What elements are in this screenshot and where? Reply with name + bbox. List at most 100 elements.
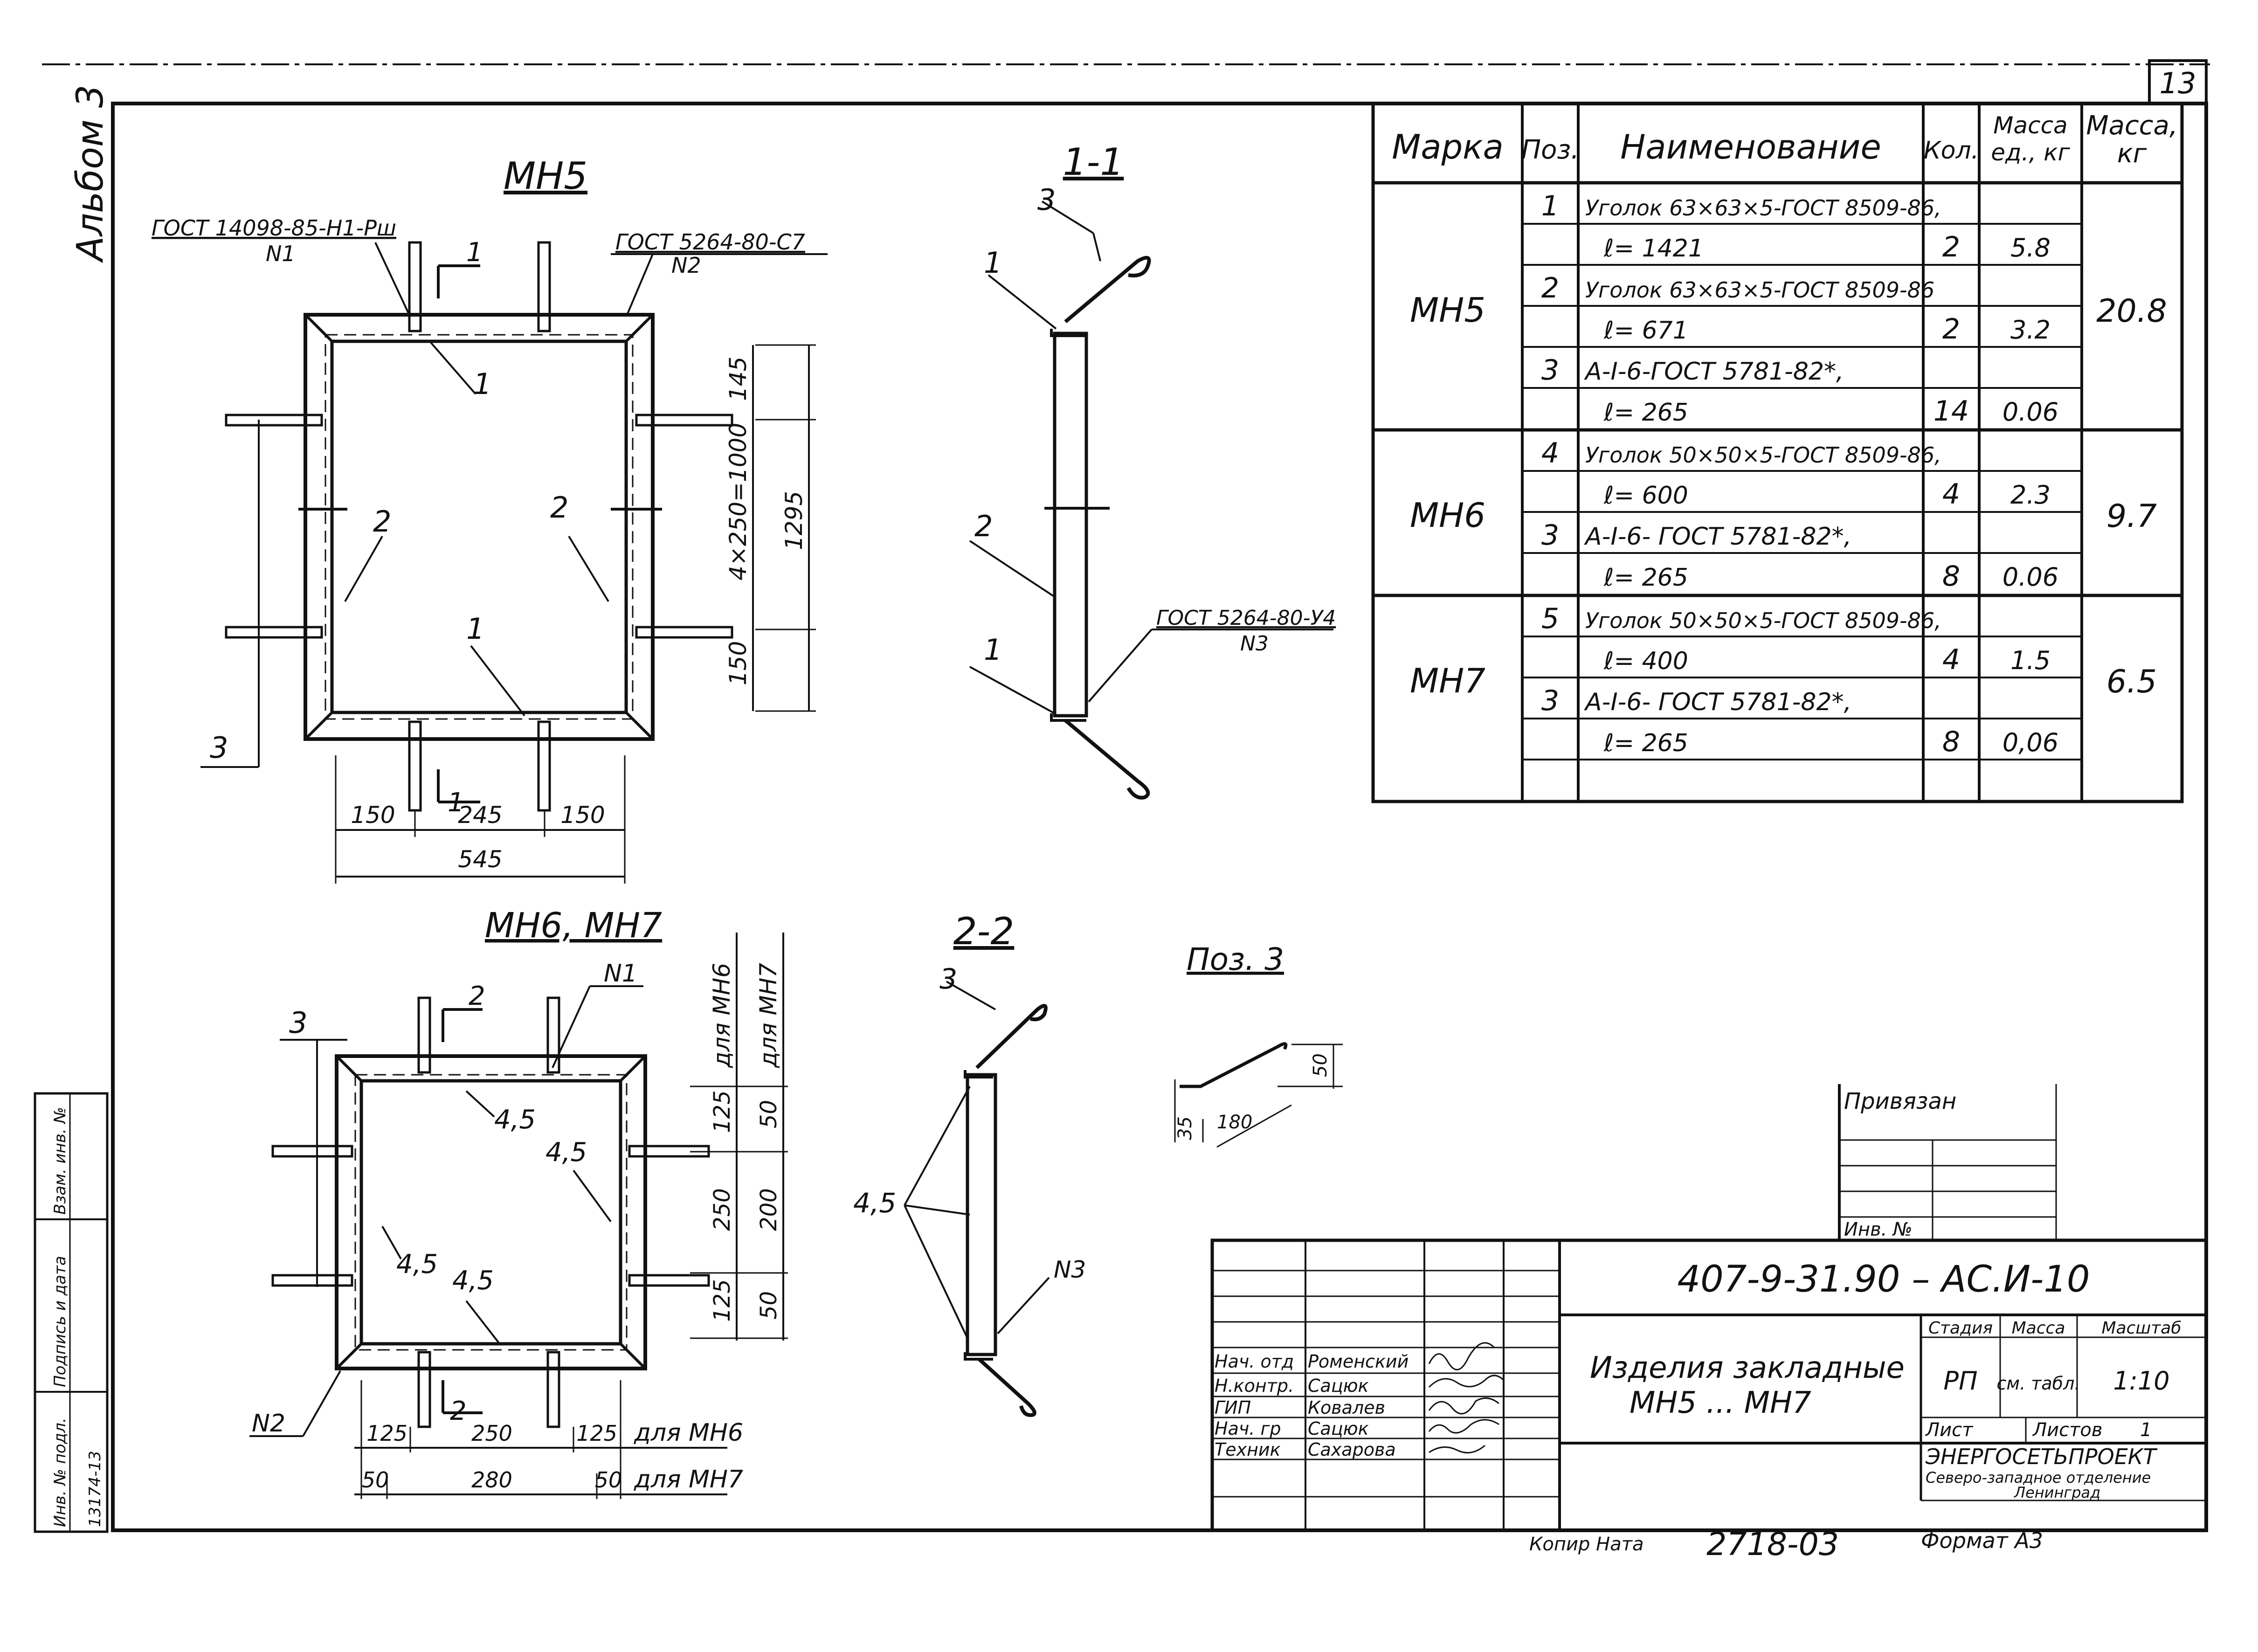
mh67-v-mh7: 50 [756,1291,782,1320]
section-2-2: 2-2 3 4,5 N3 [853,910,1086,1417]
mh5-pos: 1 [473,367,491,401]
s11-pos-mid: 2 [974,509,993,543]
spec-header-mass: Масса, кг [2086,112,2178,169]
mh5-callout-left: ГОСТ 14098-85-Н1-Рш [152,215,396,241]
mh67-h-mh7-label: для МН7 [634,1465,743,1493]
mh67-col-mh7: для МН7 [755,963,782,1068]
tb-staff-role: Н.контр. [1215,1376,1294,1396]
tb-company-1: ЭНЕРГОСЕТЬПРОЕКТ [1925,1444,2158,1469]
spec-qty: 8 [1942,726,1960,758]
title-block [1210,1084,2208,1532]
mh5-dim-b-right: 150 [560,802,605,829]
spec-unit-mass: 3.2 [2010,315,2051,345]
spec-length: ℓ= 671 [1603,317,1688,345]
section-1-1-title: 1-1 [1063,140,1124,184]
tb-stage-hdr: Стадия [1928,1319,1993,1338]
mh67-anchor-bar [417,1351,431,1428]
tb-copied: Копир Ната [1529,1534,1644,1555]
mh67-pos: 4,5 [396,1249,438,1279]
mh67-h-mh7: 280 [471,1467,512,1493]
drawing-frame [111,102,2208,1532]
view-mh5-title: МН5 [504,154,587,198]
spec-qty: 2 [1942,231,1960,263]
spec-mass-mh7: 6.5 [2106,664,2157,700]
spec-length: ℓ= 265 [1603,564,1688,592]
album-label: Альбом 3 [69,85,111,263]
pos3-dim-b: 180 [1217,1112,1252,1133]
s11-pos-top: 3 [1037,183,1056,217]
s11-weld-sub: N3 [1240,632,1269,656]
section-2-2-title: 2-2 [953,910,1015,953]
mh67-pos: 4,5 [494,1105,536,1135]
spec-name: Уголок 63×63×5-ГОСТ 8509-86 [1585,277,1934,303]
mh5-pos: 2 [550,491,568,525]
mh67-h-mh7: 50 [362,1467,389,1493]
tb-company-3: Ленинград [2014,1484,2100,1501]
tb-staff-role: Нач. гр [1215,1418,1281,1439]
mh5-anchor-bar [635,626,733,639]
spec-unit-mass: 0.06 [2003,562,2058,592]
mh5-anchor-bar [635,414,733,427]
mh67-anchor-bar [546,1351,560,1428]
tb-format: Формат А3 [1921,1528,2043,1553]
mh67-weld: N1 [604,960,637,988]
spec-name: А-I-6- ГОСТ 5781-82*, [1584,523,1851,551]
mh67-h-mh6: 250 [471,1421,512,1446]
mh5-dim-bottom: 150 [725,641,752,685]
spec-name: Уголок 63×63×5-ГОСТ 8509-86, [1585,195,1941,221]
tb-inv-no: Инв. № [1844,1219,1913,1240]
s11-weld: ГОСТ 5264-80-У4 [1156,606,1336,630]
spec-unit-mass: 2.3 [2010,480,2051,510]
spec-length: ℓ= 400 [1603,647,1688,675]
spec-unit-mass: 0.06 [2003,397,2058,427]
tb-staff-name: Сацюк [1308,1418,1369,1439]
mh67-frame-outer [335,1054,647,1370]
mh67-weld2: N2 [252,1410,285,1438]
spec-header-unit-mass: Масса ед., кг [1991,112,2070,166]
tb-company-2: Северо-западное отделение [1926,1469,2151,1486]
side-inv-podl: Инв. № подл. [51,1417,69,1527]
spec-qty: 4 [1942,643,1960,676]
mh67-anchor-bar [271,1274,353,1287]
spec-unit-mass: 5.8 [2010,233,2051,263]
pos3-dim-a: 35 [1174,1116,1196,1140]
spec-qty: 14 [1933,395,1969,428]
side-vzam: Взам. инв. № [51,1107,69,1215]
side-stamp [34,1092,109,1533]
s11-pos-angle-bottom: 1 [984,633,1002,667]
tb-staff-role: Техник [1215,1439,1281,1460]
tb-staff-role: Нач. отд [1215,1351,1294,1372]
spec-length: ℓ= 265 [1603,729,1688,757]
s22-pos-left: 4,5 [853,1187,896,1219]
pos3-detail: Поз. 3 35 180 50 [1174,941,1343,1148]
spec-unit-mass: 0,06 [2003,728,2058,757]
tb-sheets-val: 1 [2140,1419,2152,1441]
mh5-frame-outer [304,313,655,741]
spec-header-unit-mass-wrap: Масса ед., кг [1991,112,2070,166]
spec-length: ℓ= 600 [1603,482,1688,510]
side-code: 13174-13 [86,1451,104,1527]
tb-sheet-lbl: Лист [1925,1419,1974,1441]
tb-staff-name: Ковалев [1308,1397,1385,1418]
spec-unit-mass: 1.5 [2010,646,2051,675]
mh5-callout-left-sub: N1 [266,241,296,266]
mh67-anchor-bar [628,1274,710,1287]
spec-mass-mh6: 9.7 [2106,498,2157,535]
spec-header-mass-wrap: Масса, кг [2086,112,2178,169]
mh5-callout-right-sub: N2 [671,253,701,278]
mh5-frame-inner [330,339,628,714]
mh67-frame-inner [359,1079,622,1346]
mh5-pos: 2 [373,505,391,539]
s22-weld: N3 [1054,1256,1086,1283]
spec-pos: 4 [1541,437,1559,470]
mh5-pos: 1 [466,612,484,646]
tb-title-line1: Изделия закладные [1590,1351,1905,1385]
pos3-dim-c: 50 [1310,1053,1331,1077]
spec-length: ℓ= 265 [1603,399,1688,427]
spec-qty: 8 [1942,560,1960,593]
mh5-section-mark-bottom: 1 [448,788,464,818]
mh67-v-mh7: 200 [756,1188,782,1231]
mh5-anchor-bar [408,720,422,812]
s11-pos-angle-top: 1 [984,246,1002,280]
